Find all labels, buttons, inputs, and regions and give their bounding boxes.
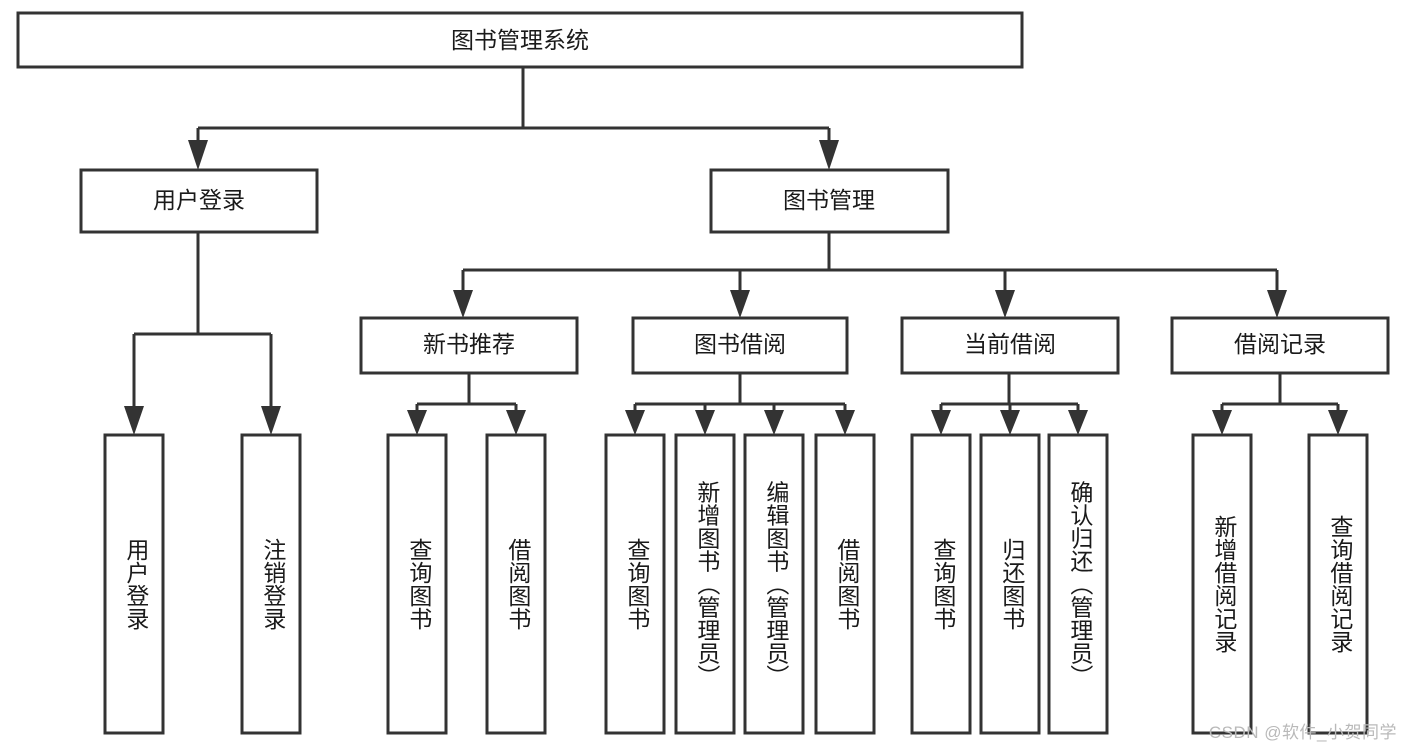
node-borrow-records[interactable]: 借阅记录 bbox=[1170, 316, 1390, 375]
node-leaf-records-query-box[interactable] bbox=[1307, 433, 1369, 735]
node-leaf-newbook-borrow[interactable]: 借阅图书 bbox=[485, 433, 547, 735]
node-leaf-borrow-edit-box[interactable] bbox=[743, 433, 805, 735]
arrow-to-book-mgmt-icon bbox=[819, 140, 839, 170]
node-leaf-current-return-label: 归还图书 bbox=[999, 538, 1026, 630]
arrow-to-borrow-icon bbox=[730, 290, 750, 318]
node-leaf-newbook-borrow-box[interactable] bbox=[485, 433, 547, 735]
arrow-to-current-icon bbox=[995, 290, 1015, 318]
node-leaf-current-confirm[interactable]: 确认归还（管理员） bbox=[1047, 433, 1109, 735]
node-leaf-newbook-query-box[interactable] bbox=[386, 433, 448, 735]
node-leaf-current-query-box[interactable] bbox=[910, 433, 972, 735]
node-leaf-newbook-query-label: 查询图书 bbox=[406, 538, 433, 630]
node-leaf-current-query-label: 查询图书 bbox=[930, 538, 957, 630]
arrow-to-user-login-icon bbox=[188, 140, 208, 170]
node-leaf-user-login-label: 用户登录 bbox=[123, 538, 150, 630]
node-leaf-borrow-query-label: 查询图书 bbox=[624, 538, 651, 630]
node-current-borrow-box[interactable] bbox=[900, 316, 1120, 375]
node-leaf-records-query[interactable]: 查询借阅记录 bbox=[1307, 433, 1369, 735]
arrow-borrow-query-icon bbox=[625, 410, 645, 435]
node-leaf-borrow-add-box[interactable] bbox=[674, 433, 736, 735]
arrow-newbook-borrow-icon bbox=[506, 410, 526, 435]
node-borrow-records-label: 借阅记录 bbox=[1234, 331, 1326, 357]
arrow-newbook-query-icon bbox=[407, 410, 427, 435]
node-leaf-borrow-query[interactable]: 查询图书 bbox=[604, 433, 666, 735]
arrow-borrow-edit-icon bbox=[764, 410, 784, 435]
node-leaf-current-query[interactable]: 查询图书 bbox=[910, 433, 972, 735]
arrow-leaf-user-login-icon bbox=[124, 406, 144, 435]
node-user-login-label: 用户登录 bbox=[153, 187, 245, 213]
arrow-records-query-icon bbox=[1328, 410, 1348, 435]
node-leaf-records-add[interactable]: 新增借阅记录 bbox=[1191, 433, 1253, 735]
node-leaf-borrow-lend[interactable]: 借阅图书 bbox=[814, 433, 876, 735]
node-leaf-logout[interactable]: 注销登录 bbox=[240, 433, 302, 735]
node-leaf-current-confirm-box[interactable] bbox=[1047, 433, 1109, 735]
arrow-current-query-icon bbox=[931, 410, 951, 435]
node-user-login[interactable]: 用户登录 bbox=[79, 168, 319, 234]
connector-records-to-leaves bbox=[1212, 373, 1348, 435]
arrow-leaf-logout-icon bbox=[261, 406, 281, 435]
arrow-borrow-add-icon bbox=[695, 410, 715, 435]
node-book-borrow[interactable]: 图书借阅 bbox=[631, 316, 849, 375]
node-leaf-borrow-add[interactable]: 新增图书（管理员） bbox=[674, 433, 736, 735]
node-leaf-records-add-box[interactable] bbox=[1191, 433, 1253, 735]
connector-bookmgmt-to-level3 bbox=[453, 232, 1287, 318]
connector-current-to-leaves bbox=[931, 373, 1088, 435]
node-new-book-recommend-label: 新书推荐 bbox=[423, 331, 515, 357]
node-root-system[interactable]: 图书管理系统 bbox=[16, 11, 1024, 69]
node-book-borrow-label: 图书借阅 bbox=[694, 331, 786, 357]
node-current-borrow-label: 当前借阅 bbox=[964, 331, 1056, 357]
node-book-management[interactable]: 图书管理 bbox=[709, 168, 950, 234]
node-leaf-borrow-add-label: 新增图书（管理员） bbox=[694, 481, 721, 688]
arrow-current-confirm-icon bbox=[1068, 410, 1088, 435]
node-current-borrow[interactable]: 当前借阅 bbox=[900, 316, 1120, 375]
node-leaf-records-query-label: 查询借阅记录 bbox=[1327, 515, 1354, 653]
arrow-borrow-lend-icon bbox=[835, 410, 855, 435]
node-leaf-current-return[interactable]: 归还图书 bbox=[979, 433, 1041, 735]
connector-borrow-to-leaves bbox=[625, 373, 855, 435]
arrow-to-records-icon bbox=[1267, 290, 1287, 318]
arrow-to-newbook-icon bbox=[453, 290, 473, 318]
node-book-management-box[interactable] bbox=[709, 168, 950, 234]
node-leaf-borrow-edit[interactable]: 编辑图书（管理员） bbox=[743, 433, 805, 735]
node-leaf-user-login-box[interactable] bbox=[103, 433, 165, 735]
node-leaf-logout-box[interactable] bbox=[240, 433, 302, 735]
arrow-records-add-icon bbox=[1212, 410, 1232, 435]
node-leaf-current-return-box[interactable] bbox=[979, 433, 1041, 735]
node-new-book-recommend[interactable]: 新书推荐 bbox=[359, 316, 579, 375]
connector-userlogin-to-leaves bbox=[124, 232, 281, 435]
node-leaf-borrow-query-box[interactable] bbox=[604, 433, 666, 735]
node-leaf-user-login[interactable]: 用户登录 bbox=[103, 433, 165, 735]
node-leaf-records-add-label: 新增借阅记录 bbox=[1211, 515, 1238, 653]
node-leaf-newbook-borrow-label: 借阅图书 bbox=[505, 538, 532, 630]
node-book-borrow-box[interactable] bbox=[631, 316, 849, 375]
node-borrow-records-box[interactable] bbox=[1170, 316, 1390, 375]
node-leaf-borrow-edit-label: 编辑图书（管理员） bbox=[763, 481, 790, 688]
arrow-current-return-icon bbox=[1000, 410, 1020, 435]
node-root-system-box[interactable] bbox=[16, 11, 1024, 69]
node-user-login-box[interactable] bbox=[79, 168, 319, 234]
node-leaf-borrow-lend-box[interactable] bbox=[814, 433, 876, 735]
connector-newbook-to-leaves bbox=[407, 373, 526, 435]
node-leaf-logout-label: 注销登录 bbox=[260, 538, 287, 630]
node-root-system-label: 图书管理系统 bbox=[451, 27, 589, 53]
node-leaf-newbook-query[interactable]: 查询图书 bbox=[386, 433, 448, 735]
connector-root-to-level2 bbox=[188, 67, 839, 170]
node-leaf-current-confirm-label: 确认归还（管理员） bbox=[1067, 481, 1094, 688]
node-leaf-borrow-lend-label: 借阅图书 bbox=[834, 538, 861, 630]
node-book-management-label: 图书管理 bbox=[783, 187, 875, 213]
node-new-book-recommend-box[interactable] bbox=[359, 316, 579, 375]
